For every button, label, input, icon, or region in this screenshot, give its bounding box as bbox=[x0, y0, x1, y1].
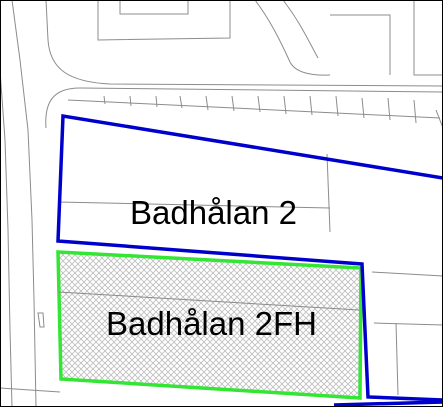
top-block-far-right bbox=[413, 0, 443, 76]
top-curve-right bbox=[254, 0, 331, 76]
tick-5 bbox=[205, 95, 209, 111]
road-top-inner bbox=[45, 87, 443, 129]
road-top-curve bbox=[45, 0, 443, 87]
tick-3 bbox=[155, 95, 158, 108]
top-curve-right-2 bbox=[282, 0, 319, 59]
parcel-2fh-internal-line bbox=[57, 291, 360, 311]
parcel-badhalan-2fh[interactable] bbox=[56, 250, 363, 400]
road-edge-left-outer bbox=[0, 69, 13, 407]
tick-7 bbox=[257, 95, 261, 113]
right-line-1 bbox=[371, 271, 443, 277]
tick-9 bbox=[309, 95, 313, 116]
parcel2-internal-h bbox=[57, 201, 331, 209]
tick-4 bbox=[179, 95, 183, 109]
parcel-label-badhalan-2: Badhålan 2 bbox=[130, 194, 297, 231]
tick-13 bbox=[413, 99, 417, 124]
parcel-badhalan-2[interactable] bbox=[56, 113, 443, 402]
top-block-2 bbox=[119, 0, 189, 15]
parcel2-internal-v bbox=[326, 153, 331, 233]
row-boundary bbox=[67, 99, 441, 119]
bottom-line-1 bbox=[0, 387, 61, 393]
tick-6 bbox=[231, 95, 235, 112]
tick-1 bbox=[103, 95, 106, 105]
parcel-2-bottom-edge bbox=[333, 400, 443, 407]
top-block bbox=[97, 0, 231, 41]
right-line-3 bbox=[395, 322, 399, 396]
tick-2 bbox=[129, 95, 132, 107]
tick-14 bbox=[435, 109, 443, 129]
tick-8 bbox=[283, 95, 287, 115]
tick-11 bbox=[361, 97, 365, 119]
tick-12 bbox=[387, 97, 391, 121]
small-marker bbox=[37, 312, 45, 328]
tick-10 bbox=[335, 95, 339, 117]
right-line-2 bbox=[373, 322, 443, 326]
top-block-right bbox=[330, 14, 391, 75]
road-edge-left-inner bbox=[11, 0, 37, 407]
parcel-label-badhalan-2fh: Badhålan 2FH bbox=[106, 305, 317, 342]
